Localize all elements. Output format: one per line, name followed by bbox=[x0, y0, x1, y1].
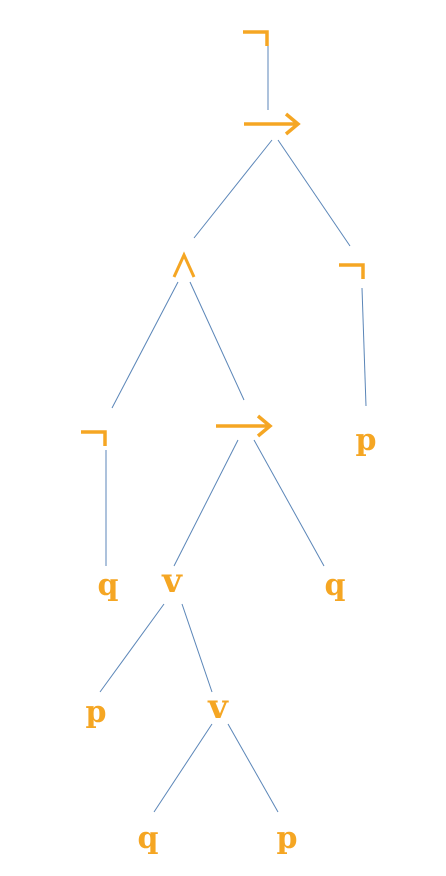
negation-icon bbox=[339, 263, 365, 279]
leaf-node-p: p bbox=[277, 821, 298, 856]
edge-n2-n4 bbox=[277, 139, 351, 247]
edge-n12-n14 bbox=[227, 723, 279, 813]
edge-n9-n11 bbox=[99, 603, 165, 693]
edge-n4-n5 bbox=[361, 287, 367, 407]
logical-and-icon bbox=[172, 251, 196, 278]
leaf-node-q: q bbox=[98, 568, 119, 603]
edge-n3-n7 bbox=[189, 281, 245, 401]
edge-n3-n6 bbox=[111, 281, 179, 409]
leaf-node-p: p bbox=[86, 695, 107, 730]
negation-symbol-node bbox=[339, 263, 365, 279]
edge-n12-n13 bbox=[153, 723, 213, 813]
negation-symbol-node bbox=[243, 30, 269, 46]
negation-symbol-node bbox=[81, 430, 107, 446]
negation-icon bbox=[243, 30, 269, 46]
implication-symbol-node bbox=[244, 112, 301, 136]
leaf-node-q: q bbox=[325, 568, 346, 603]
node-label: v bbox=[161, 561, 183, 601]
node-label: q bbox=[325, 568, 346, 603]
leaf-node-q: q bbox=[138, 821, 159, 856]
implication-symbol-node bbox=[216, 414, 273, 438]
edge-n7-n10 bbox=[253, 439, 325, 567]
right-arrow-icon bbox=[284, 112, 301, 136]
node-label: q bbox=[138, 821, 159, 856]
node-label: p bbox=[277, 821, 298, 856]
edge-n2-n3 bbox=[193, 139, 273, 239]
conjunction-symbol-node bbox=[172, 251, 196, 278]
node-label: q bbox=[98, 568, 119, 603]
leaf-node-p: p bbox=[356, 423, 377, 458]
edge-n9-n12 bbox=[181, 603, 213, 693]
leaf-node-v: v bbox=[161, 561, 183, 601]
leaf-node-v: v bbox=[207, 687, 229, 727]
node-label: v bbox=[207, 687, 229, 727]
node-label: p bbox=[356, 423, 377, 458]
negation-icon bbox=[81, 430, 107, 446]
edge-n7-n9 bbox=[173, 439, 239, 567]
node-label: p bbox=[86, 695, 107, 730]
right-arrow-icon bbox=[256, 414, 273, 438]
